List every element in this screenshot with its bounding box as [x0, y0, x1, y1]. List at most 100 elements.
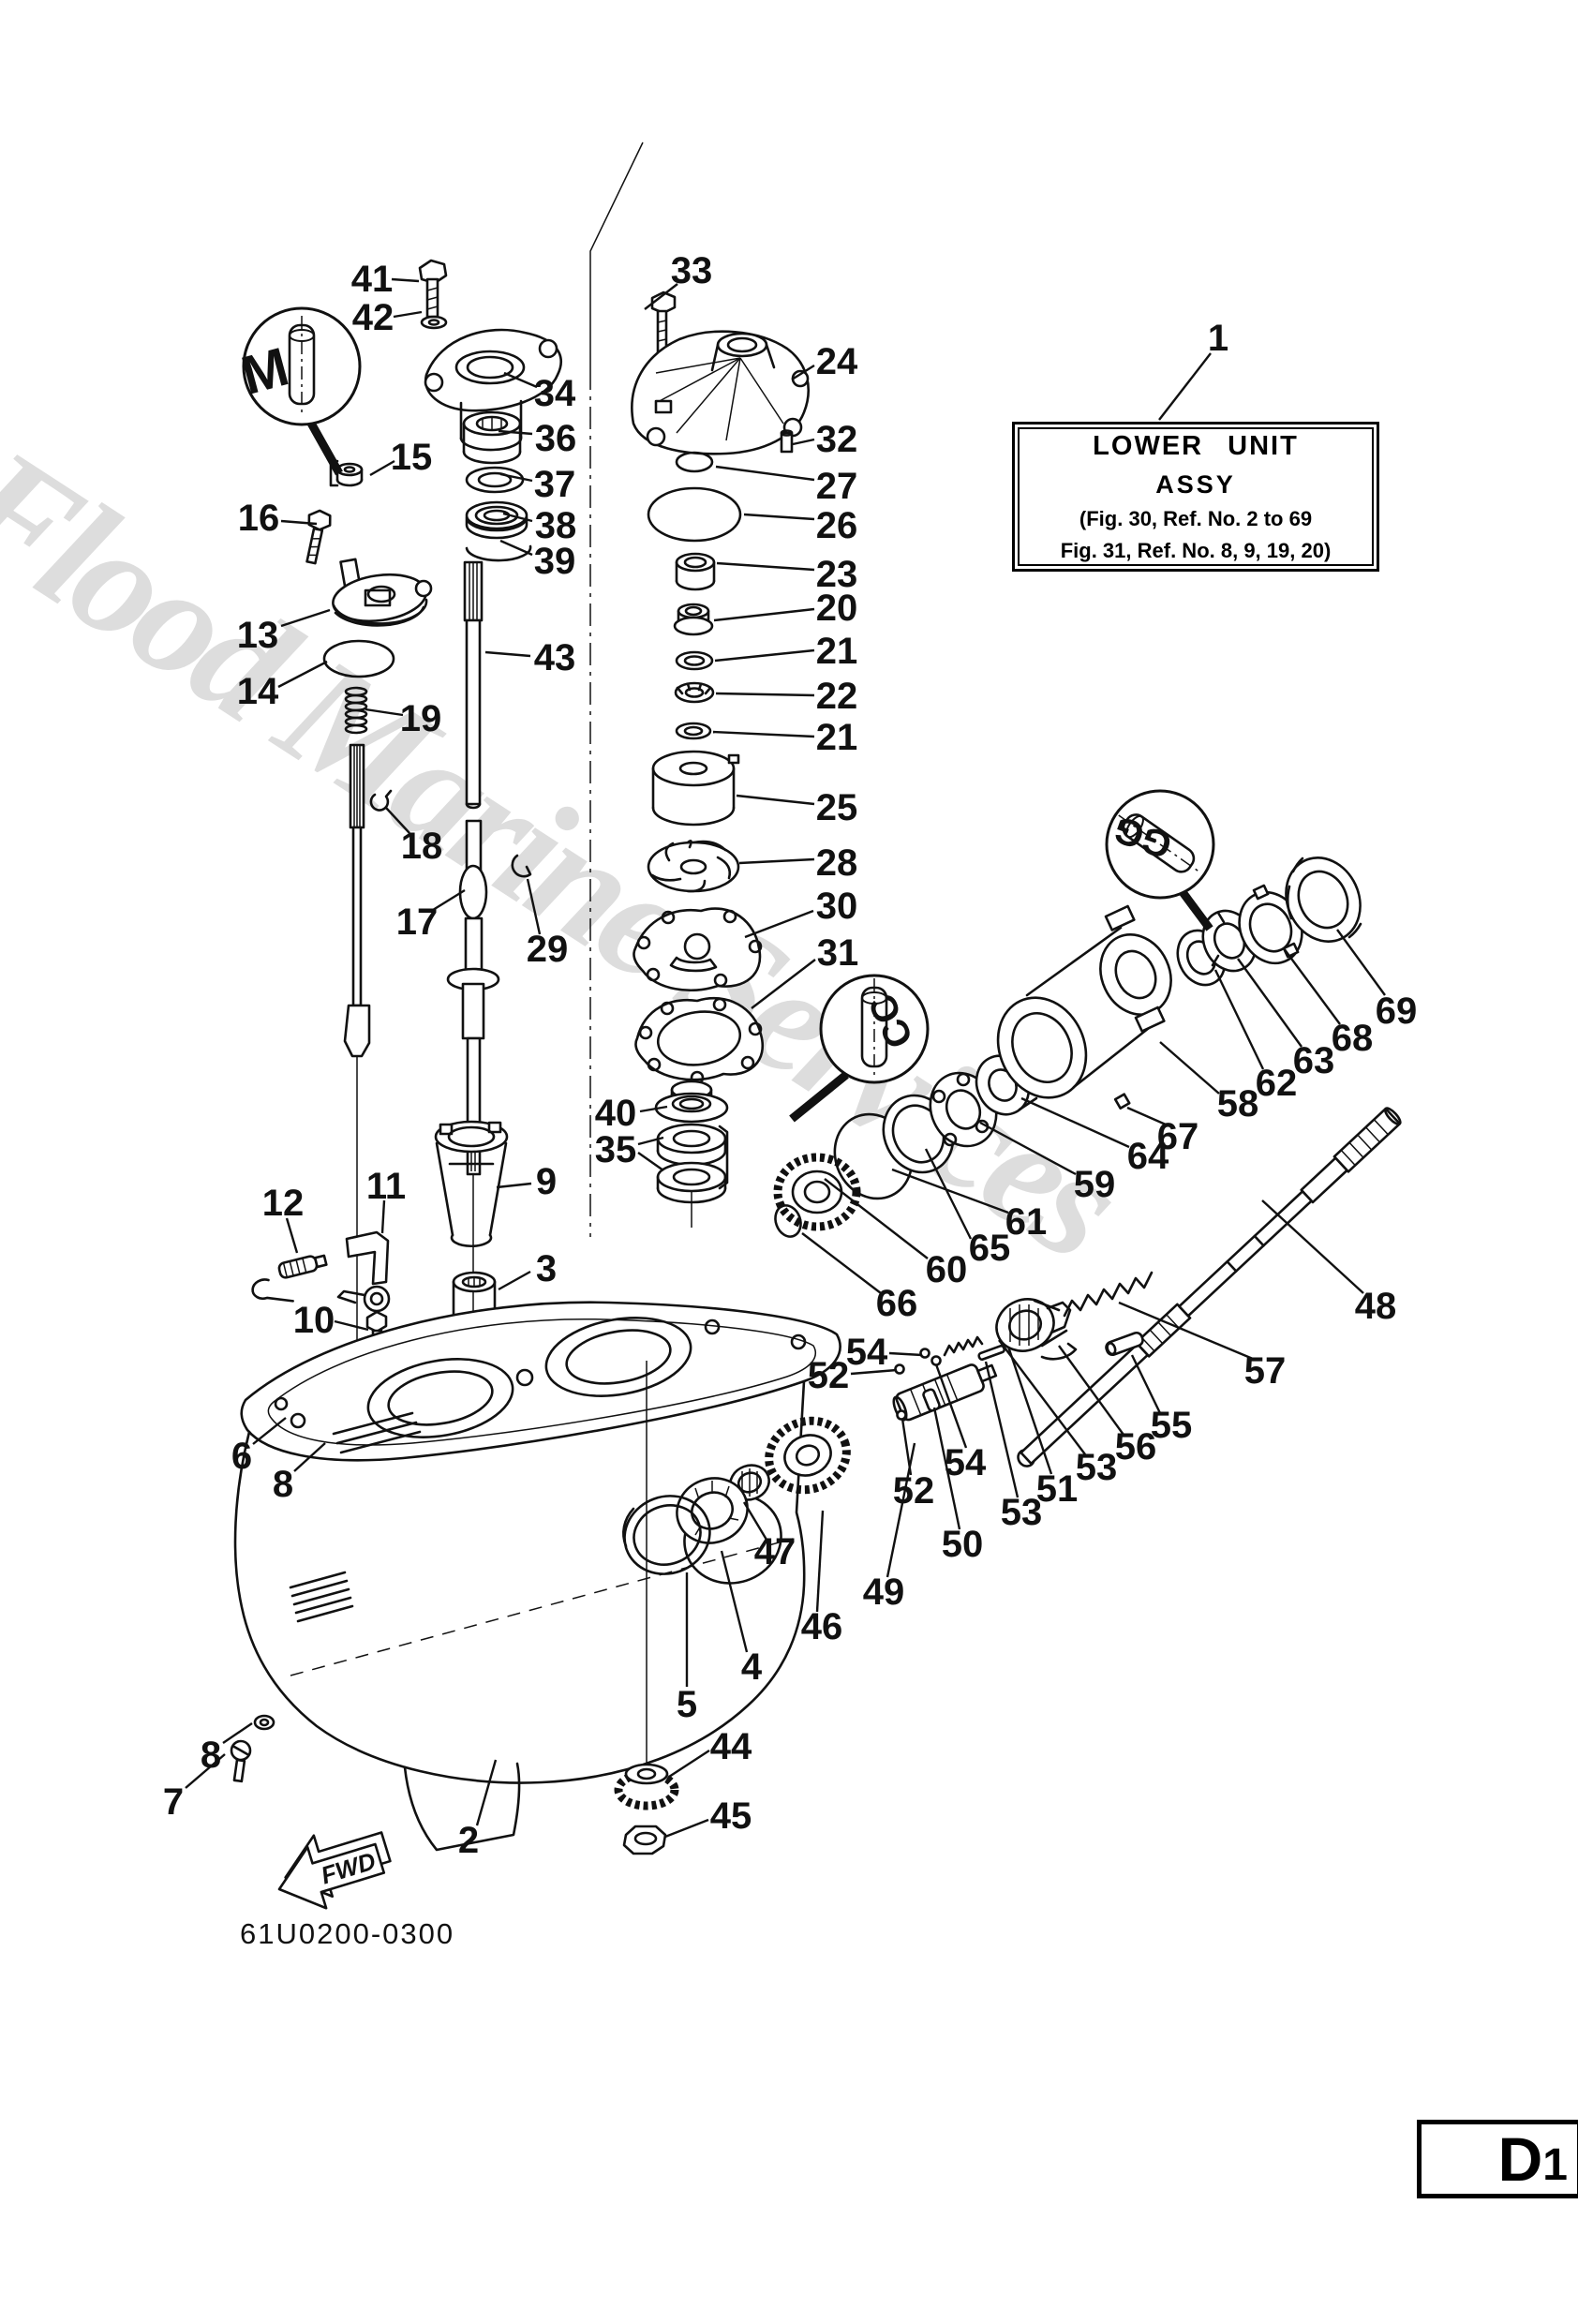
part-36-bearing — [462, 410, 522, 465]
leader-line — [498, 429, 533, 436]
magnifier-pointer — [789, 1071, 849, 1123]
part-27-o-ring-small — [675, 451, 714, 473]
leader-line — [850, 1368, 898, 1376]
callout-30: 30 — [816, 886, 858, 927]
part-55-pin — [1105, 1331, 1144, 1357]
callout-69: 69 — [1376, 991, 1418, 1032]
callout-47: 47 — [754, 1531, 796, 1572]
callout-58: 58 — [1217, 1083, 1259, 1125]
leader-line — [715, 465, 815, 482]
leader-line — [1006, 1346, 1053, 1475]
leader-line — [742, 1501, 768, 1541]
leader-line — [393, 310, 423, 319]
callout-37: 37 — [534, 464, 576, 505]
leader-line — [1126, 1106, 1167, 1126]
part-24-water-pump-housing — [631, 330, 810, 455]
leader-line — [891, 1168, 1009, 1214]
leader-line — [1130, 1354, 1162, 1414]
part-2-gear-housing — [233, 1301, 841, 1852]
leader-line — [252, 1417, 287, 1445]
callout-18: 18 — [401, 826, 443, 867]
part-46-forward-gear — [765, 1416, 851, 1495]
assembly-reference-box: LOWER UNIT ASSY (Fig. 30, Ref. No. 2 to … — [1012, 422, 1379, 572]
callout-38: 38 — [535, 505, 577, 546]
leader-line — [385, 807, 410, 834]
callout-55: 55 — [1151, 1405, 1193, 1446]
leader-line — [644, 283, 678, 310]
leader-line — [502, 512, 533, 523]
leader-line — [334, 1319, 369, 1332]
leader-line — [499, 472, 533, 483]
magnifier-pin-icon — [1118, 813, 1199, 873]
callout-36: 36 — [535, 418, 577, 459]
assembly-title-line2: ASSY — [1155, 469, 1236, 499]
callout-44: 44 — [710, 1726, 752, 1767]
callout-10: 10 — [293, 1300, 335, 1341]
part-25-impeller-cup — [651, 750, 740, 827]
callout-2: 2 — [458, 1820, 479, 1861]
callout-5: 5 — [677, 1684, 697, 1725]
leader-line — [751, 959, 816, 1009]
callout-23: 23 — [816, 554, 858, 595]
leader-line — [668, 1749, 710, 1779]
part-44-pinion-gear — [614, 1763, 679, 1810]
callout-52: 52 — [808, 1355, 850, 1396]
leader-line — [496, 1182, 532, 1189]
leader-line — [801, 1232, 882, 1294]
part-45-pinion-nut — [622, 1825, 667, 1855]
grease-magnifier-gg: GG — [1105, 789, 1215, 931]
callout-16: 16 — [238, 498, 280, 539]
leader-line — [503, 371, 538, 389]
callout-46: 46 — [801, 1606, 843, 1647]
part-66-shim — [774, 1204, 802, 1238]
part-48-propeller-shaft — [1017, 1107, 1402, 1467]
grease-magnifier-cc: CC — [789, 974, 930, 1123]
part-38-oil-seal — [465, 500, 528, 540]
leader-line — [391, 277, 420, 283]
part-19-spring — [344, 686, 368, 735]
callout-31: 31 — [817, 932, 859, 974]
leader-line — [815, 1510, 825, 1613]
callout-40: 40 — [595, 1093, 637, 1134]
callout-29: 29 — [527, 929, 569, 970]
magnifier-pin-icon — [860, 978, 888, 1076]
leader-line — [720, 1550, 749, 1653]
leader-line — [888, 1351, 923, 1357]
part-52-pins — [894, 1363, 907, 1421]
part-28-impeller — [647, 840, 740, 893]
part-32-dowel-pin — [780, 429, 794, 454]
callout-63: 63 — [1293, 1040, 1335, 1081]
part-39-seal-ring — [465, 544, 532, 562]
leader-line — [1159, 1041, 1220, 1095]
part-18-clip — [369, 789, 393, 812]
callout-1: 1 — [1208, 318, 1228, 359]
leader-line — [712, 730, 815, 738]
leader-line — [1020, 1096, 1130, 1149]
callout-67: 67 — [1157, 1116, 1199, 1157]
callout-15: 15 — [391, 437, 433, 478]
callout-54: 54 — [846, 1332, 888, 1373]
callout-27: 27 — [816, 466, 858, 507]
callout-14: 14 — [237, 671, 279, 712]
leader-line — [499, 539, 533, 557]
callout-28: 28 — [816, 842, 858, 884]
callout-25: 25 — [816, 787, 858, 828]
part-58-bearing-carrier — [996, 904, 1172, 1099]
callout-33: 33 — [671, 250, 713, 291]
part-40-oil-seal — [654, 1080, 729, 1124]
leader-line — [432, 888, 466, 912]
part-9-seal-protector — [434, 1120, 509, 1248]
page-tab-letter: D — [1497, 2124, 1543, 2194]
magnifier-pointer — [305, 417, 343, 476]
leader-line — [715, 692, 815, 697]
leader-line — [280, 519, 318, 526]
part-54-pins — [919, 1348, 942, 1366]
callout-53: 53 — [1001, 1492, 1043, 1533]
part-30-outer-plate — [633, 907, 763, 992]
callout-21: 21 — [816, 631, 858, 672]
part-54-spring-coil — [943, 1335, 984, 1357]
leader-line — [637, 1152, 664, 1171]
